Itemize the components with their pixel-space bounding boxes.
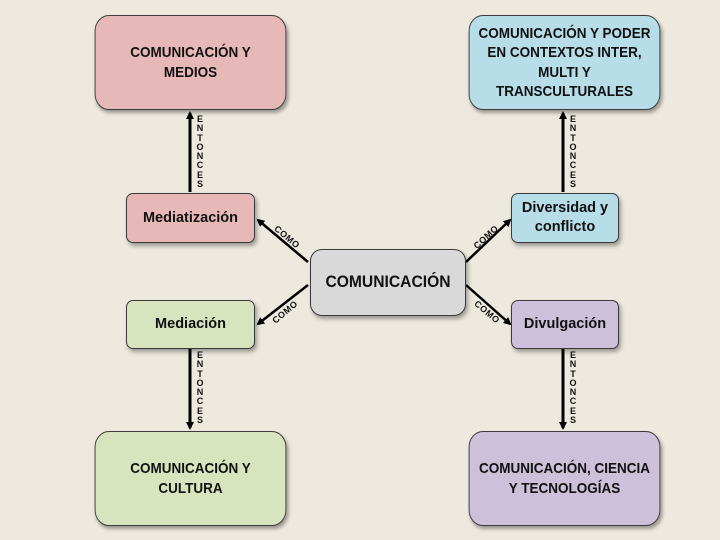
node-mediacion: Mediación (126, 300, 255, 349)
entonces-label: ENTONCES (196, 350, 204, 426)
node-comunicacion-y-medios: COMUNICACIÓN Y MEDIOS (94, 15, 287, 110)
arrow-center-to-diversidad (465, 218, 512, 263)
node-text: Mediatización (142, 209, 239, 226)
node-text: Divulgación (523, 316, 607, 333)
node-comunicacion-center: COMUNICACIÓN (310, 249, 466, 316)
node-text: Y TECNOLOGÍAS (508, 479, 621, 497)
node-comunicacion-ciencia-tecnologias: COMUNICACIÓN, CIENCIA Y TECNOLOGÍAS (468, 431, 661, 526)
node-comunicacion-y-poder: COMUNICACIÓN Y PODER EN CONTEXTOS INTER,… (468, 15, 661, 110)
node-text: COMUNICACIÓN Y (130, 44, 251, 61)
entonces-label: ENTONCES (196, 114, 204, 190)
node-text: EN CONTEXTOS INTER, (487, 44, 642, 61)
entonces-label: ENTONCES (569, 350, 577, 426)
node-text: COMUNICACIÓN, CIENCIA (479, 460, 650, 477)
node-text: MULTI Y (538, 63, 591, 81)
arrow-center-to-divulgacion (465, 284, 512, 326)
node-text: TRANSCULTURALES (495, 83, 633, 100)
arrow-center-to-mediacion (256, 284, 309, 326)
node-divulgacion: Divulgación (511, 300, 619, 349)
node-text: COMUNICACIÓN Y PODER (478, 24, 651, 42)
node-text: CULTURA (158, 479, 223, 497)
node-text: COMUNICACIÓN Y (130, 460, 251, 477)
node-text: Mediación (155, 316, 226, 333)
node-mediatizacion: Mediatización (126, 193, 255, 243)
node-diversidad-y-conflicto: Diversidad y conflicto (511, 193, 619, 243)
arrow-center-to-mediatizacion (256, 218, 309, 263)
node-comunicacion-y-cultura: COMUNICACIÓN Y CULTURA (94, 431, 287, 526)
node-text: COMUNICACIÓN (325, 272, 451, 292)
node-text: MEDIOS (163, 63, 218, 81)
node-text: Diversidad y (521, 200, 609, 217)
entonces-label: ENTONCES (569, 114, 577, 190)
node-text: conflicto (534, 219, 596, 235)
